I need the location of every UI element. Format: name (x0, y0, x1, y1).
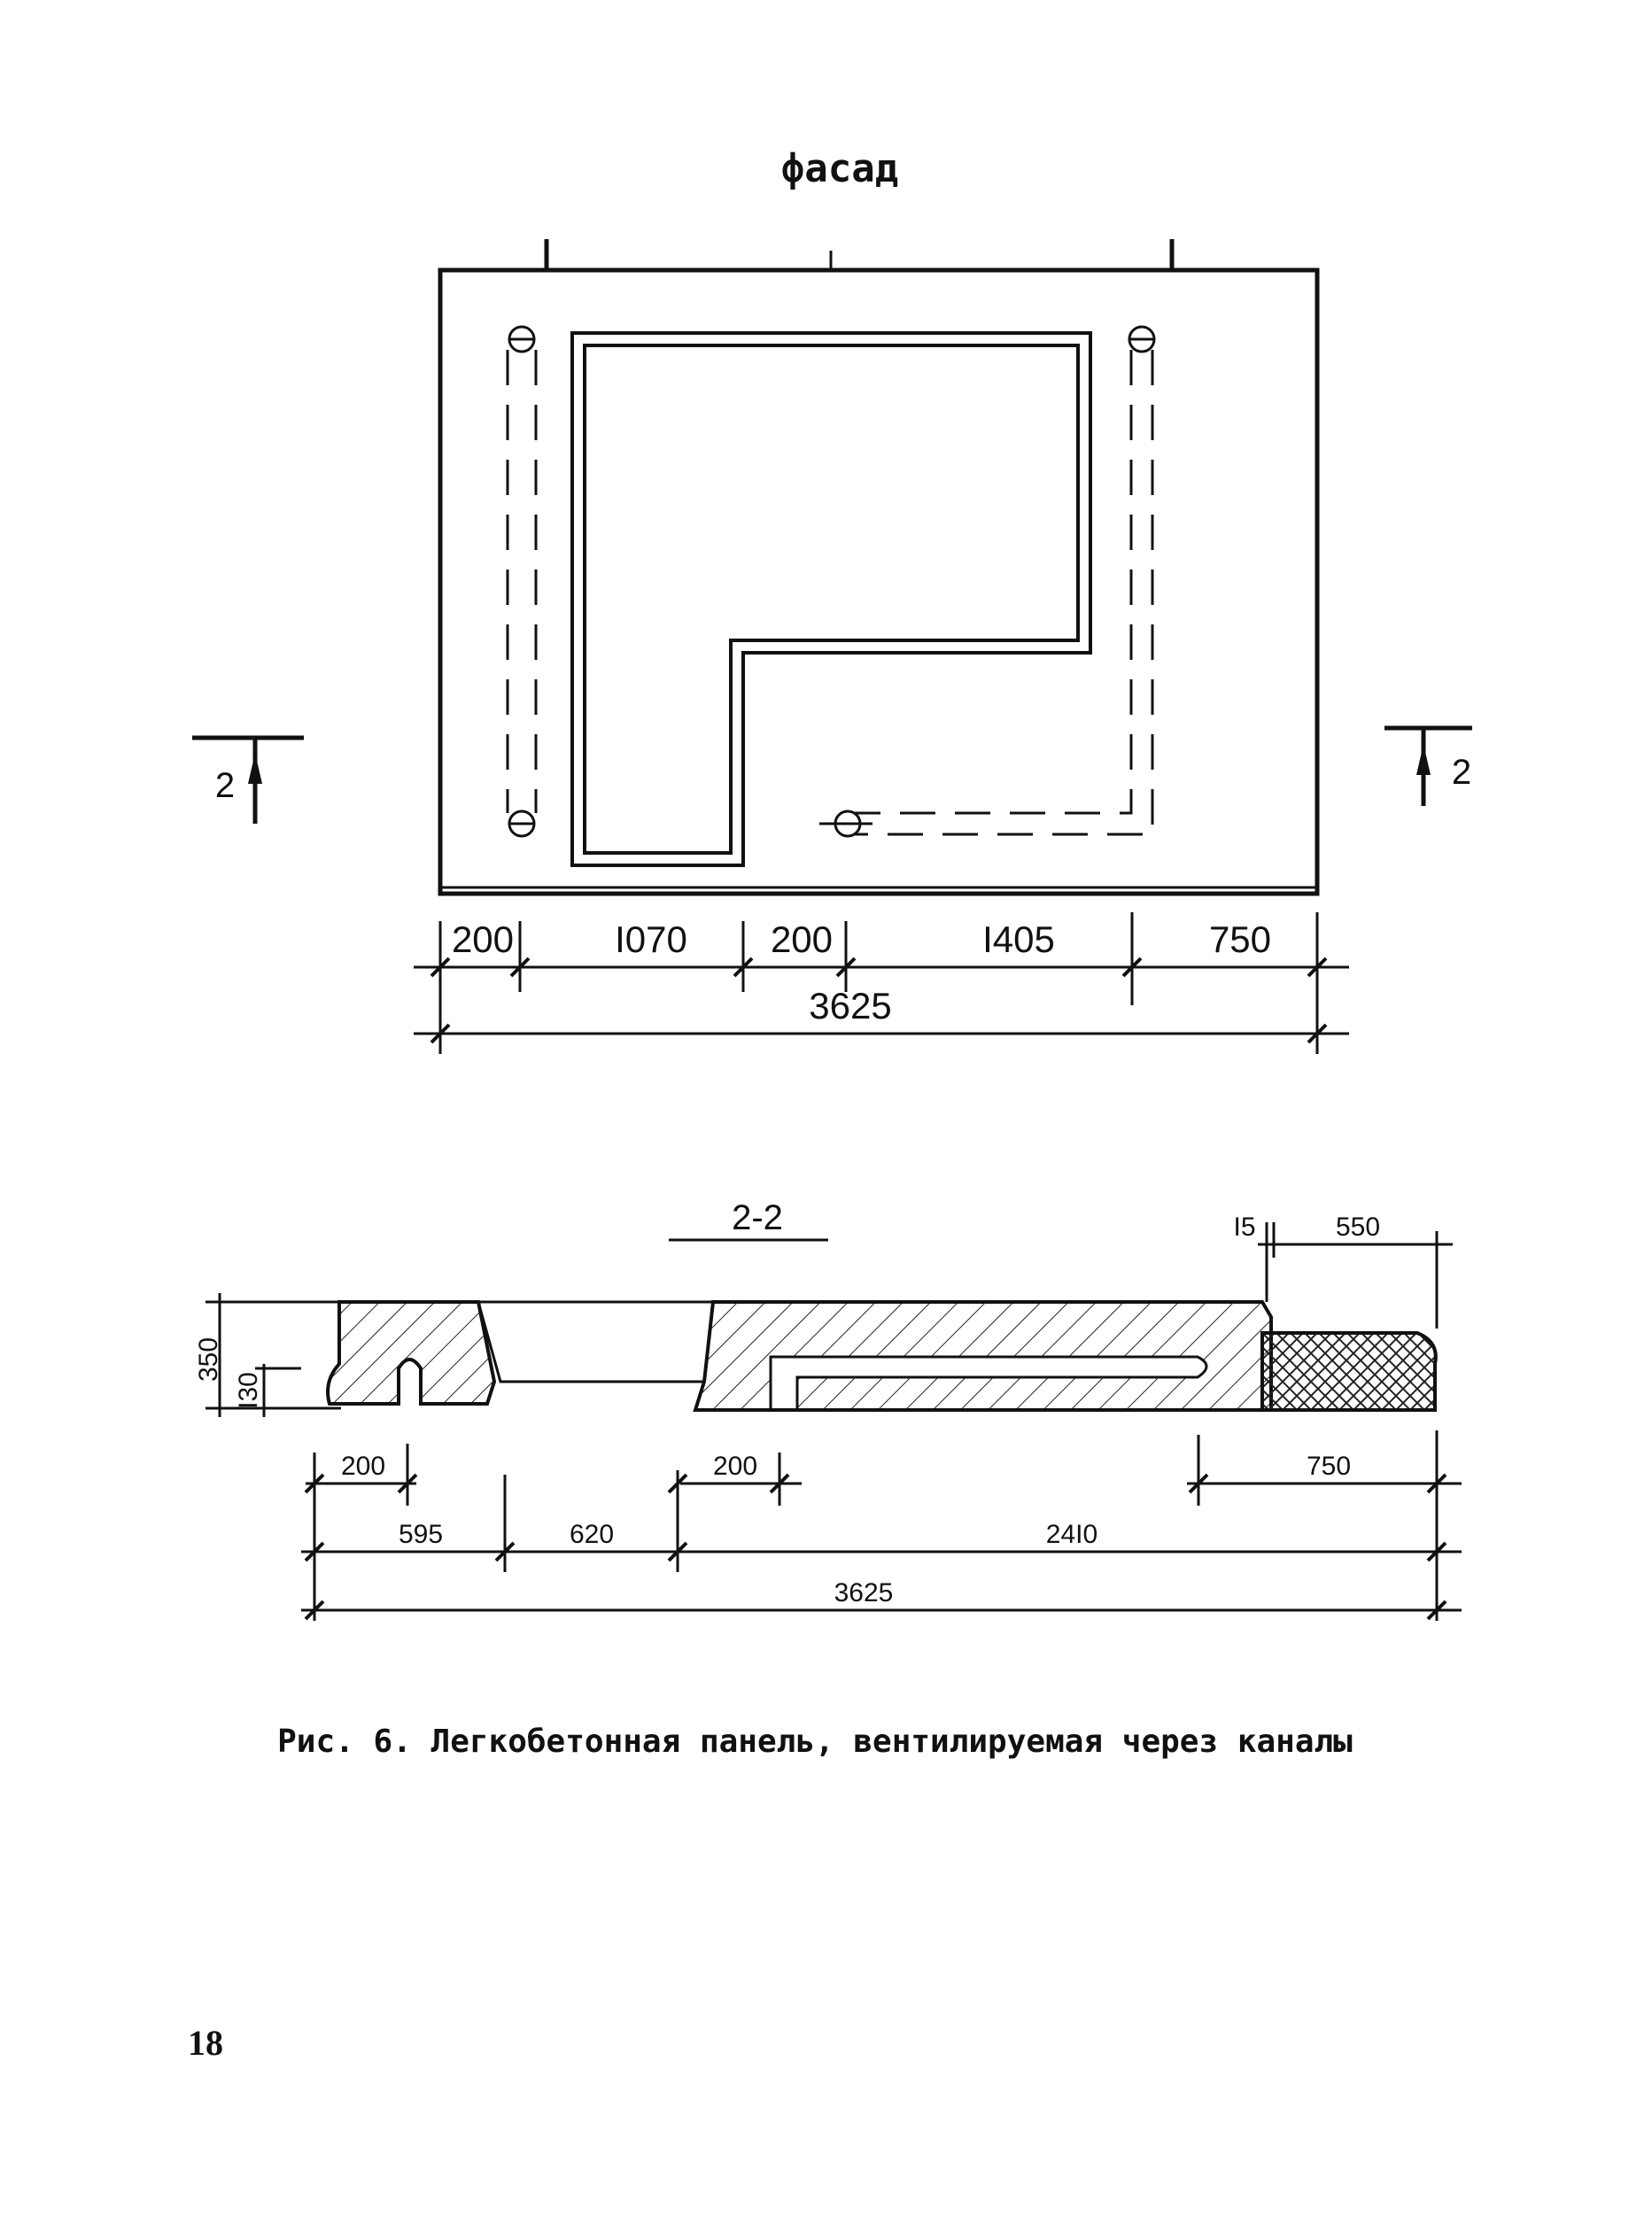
channel-right (855, 350, 1154, 836)
dim-facade-2: I070 (615, 918, 687, 960)
dim-section-row1-c: 750 (1307, 1452, 1351, 1481)
dim-section-row2-b: 620 (570, 1520, 614, 1549)
section-top-dims (1258, 1222, 1453, 1329)
dim-facade-1: 200 (452, 918, 514, 960)
dim-section-row2-c: 24I0 (1046, 1520, 1097, 1549)
dim-section-total: 3625 (834, 1578, 894, 1608)
panel-outline (438, 267, 1320, 896)
page-number: 18 (188, 2023, 223, 2063)
section-mark-left: 2 (192, 735, 304, 824)
section-left-block (326, 1300, 497, 1406)
dim-facade-5: 750 (1209, 918, 1271, 960)
facade-dimension-chain (414, 912, 1349, 1054)
section-channel (769, 1355, 1208, 1408)
dim-facade-3: 200 (771, 918, 833, 960)
section-view: 2-2 350 I30 I5 550 (194, 1198, 1462, 1621)
dim-facade-4: I405 (982, 918, 1055, 960)
section-insulation-block (1260, 1331, 1438, 1412)
section-opening (477, 1300, 715, 1383)
channel-left (506, 350, 538, 813)
dim-section-550: 550 (1336, 1212, 1380, 1242)
dim-section-130: I30 (234, 1372, 263, 1409)
dim-facade-total: 3625 (809, 985, 891, 1027)
dim-section-row1-a: 200 (341, 1452, 385, 1481)
opening-outer (570, 331, 1092, 867)
dim-section-row1-b: 200 (713, 1452, 757, 1481)
section-dimension-chains (301, 1430, 1462, 1621)
svg-text:2: 2 (215, 766, 235, 805)
facade-view: фасад 2 2 (192, 146, 1472, 1054)
section-left-dims (206, 1293, 341, 1417)
figure-caption: Рис. 6. Легкобетонная панель, вентилируе… (277, 1724, 1353, 1760)
dim-section-15: I5 (1233, 1212, 1255, 1242)
dim-section-row2-a: 595 (399, 1520, 443, 1549)
section-mark-right: 2 (1384, 725, 1472, 806)
svg-text:2: 2 (1452, 753, 1471, 792)
section-title: 2-2 (732, 1198, 783, 1237)
opening-inner (583, 344, 1080, 855)
dim-section-350: 350 (194, 1337, 223, 1382)
facade-title: фасад (781, 146, 898, 191)
